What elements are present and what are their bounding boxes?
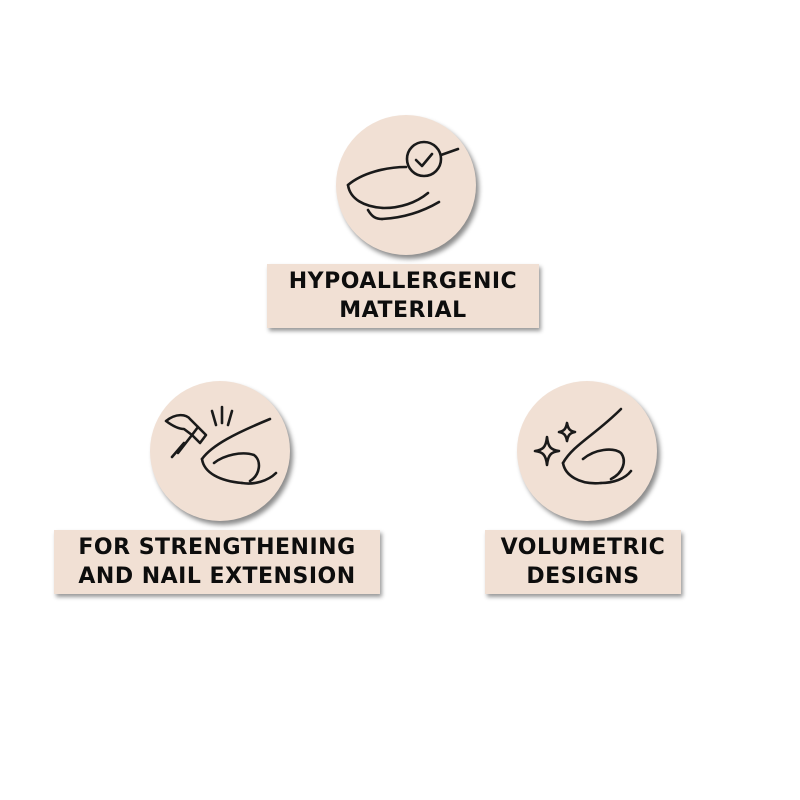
hypoallergenic-label-line1: HYPOALLERGENIC xyxy=(288,269,518,294)
volumetric-label-line1: VOLUMETRIC xyxy=(500,535,666,560)
volumetric-badge xyxy=(517,381,657,521)
volumetric-label: VOLUMETRIC DESIGNS xyxy=(485,530,681,594)
strengthening-label-line2: AND NAIL EXTENSION xyxy=(78,564,356,589)
hypoallergenic-label-line2: MATERIAL xyxy=(339,298,467,323)
strengthening-badge xyxy=(150,381,290,521)
strengthening-label-line1: FOR STRENGTHENING xyxy=(78,535,356,560)
nail-check-icon xyxy=(346,140,460,221)
strengthening-label: FOR STRENGTHENING AND NAIL EXTENSION xyxy=(54,530,380,594)
nail-sparkle-icon xyxy=(533,407,633,485)
nail-hammer-icon xyxy=(164,405,278,485)
hypoallergenic-label: HYPOALLERGENIC MATERIAL xyxy=(267,264,539,328)
volumetric-label-line2: DESIGNS xyxy=(526,564,640,589)
hypoallergenic-badge xyxy=(336,115,476,255)
